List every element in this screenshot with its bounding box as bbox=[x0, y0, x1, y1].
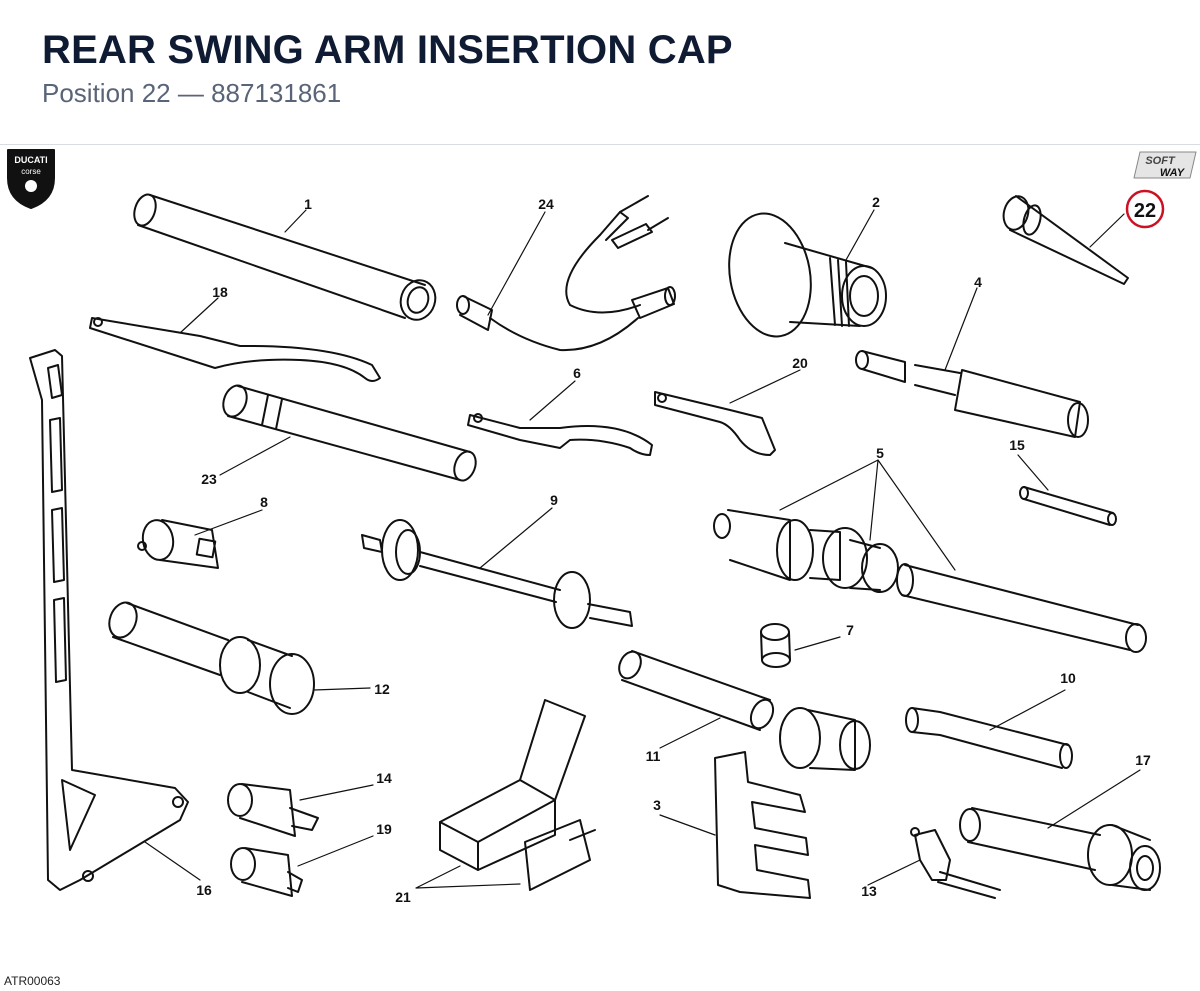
callout-24: 24 bbox=[538, 196, 554, 212]
page-subtitle: Position 22 — 887131861 bbox=[42, 78, 342, 108]
callout-labels: 1 2 3 4 5 6 7 8 9 10 11 12 13 14 15 16 1… bbox=[196, 194, 1151, 905]
tool-13-clamp-arm bbox=[910, 827, 1001, 899]
highlight-label: 22 bbox=[1134, 200, 1156, 222]
logo-soft-text: SOFT bbox=[1145, 155, 1176, 167]
drawing-code: ATR00063 bbox=[4, 974, 61, 988]
callout-13: 13 bbox=[861, 883, 877, 899]
callout-9: 9 bbox=[550, 492, 558, 508]
tool-8-socket bbox=[137, 519, 219, 569]
tool-19-drift bbox=[230, 847, 303, 897]
logo-corse-text: corse bbox=[21, 167, 41, 176]
tool-21-case-clamp bbox=[439, 699, 596, 891]
tool-10-pin bbox=[905, 707, 1073, 769]
callout-1: 1 bbox=[304, 196, 312, 212]
callout-19: 19 bbox=[376, 821, 392, 837]
callout-8: 8 bbox=[260, 494, 268, 510]
callout-4: 4 bbox=[974, 274, 982, 290]
softway-logo: SOFT WAY bbox=[1133, 151, 1197, 179]
callout-18: 18 bbox=[212, 284, 228, 300]
tool-24-cable bbox=[456, 195, 676, 352]
logo-ducati-text: DUCATI bbox=[14, 155, 47, 165]
callout-6: 6 bbox=[573, 365, 581, 381]
ducati-corse-logo: DUCATI corse bbox=[7, 149, 55, 209]
leader-lines bbox=[144, 209, 1141, 889]
tool-3-comb-plate bbox=[714, 751, 811, 899]
tool-1-tube bbox=[133, 193, 437, 321]
tool-5-assembly bbox=[713, 509, 1147, 653]
tool-14-drift bbox=[227, 783, 319, 837]
tool-16-support-stand bbox=[29, 349, 189, 891]
tool-4-stepped-pin bbox=[855, 350, 1089, 438]
tool-23-tube bbox=[222, 384, 477, 482]
tool-6-hook-spanner bbox=[467, 413, 653, 456]
callout-5: 5 bbox=[876, 445, 884, 461]
callout-2: 2 bbox=[872, 194, 880, 210]
callout-10: 10 bbox=[1060, 670, 1076, 686]
tool-7-bush bbox=[760, 623, 791, 668]
highlight-callout-22: 22 bbox=[1125, 189, 1165, 229]
callout-15: 15 bbox=[1009, 437, 1025, 453]
tool-11-tube bbox=[618, 650, 871, 771]
tool-9-puller-shaft bbox=[361, 519, 633, 629]
page-title: REAR SWING ARM INSERTION CAP bbox=[42, 28, 733, 72]
callout-11: 11 bbox=[646, 748, 661, 764]
callout-3: 3 bbox=[653, 797, 661, 813]
highlight-ring bbox=[1125, 189, 1165, 229]
callout-14: 14 bbox=[376, 770, 392, 786]
header-divider bbox=[0, 144, 1200, 145]
tool-12-drift bbox=[108, 601, 315, 715]
tool-17-drift bbox=[959, 807, 1161, 891]
tool-2-flanged-sleeve bbox=[728, 212, 887, 338]
callout-12: 12 bbox=[374, 681, 390, 697]
callout-21: 21 bbox=[395, 889, 411, 905]
tool-18-hook-spanner bbox=[89, 317, 381, 382]
header: REAR SWING ARM INSERTION CAP Position 22… bbox=[0, 0, 1200, 140]
tool-15-pin bbox=[1019, 486, 1117, 526]
callout-16: 16 bbox=[196, 882, 212, 898]
tool-22-insertion-cap bbox=[1002, 195, 1129, 285]
tool-diagram: DUCATI corse SOFT WAY bbox=[7, 149, 1197, 905]
callout-20: 20 bbox=[792, 355, 808, 371]
tool-20-hook-spanner bbox=[654, 391, 776, 456]
callout-17: 17 bbox=[1135, 752, 1151, 768]
logo-way-text: WAY bbox=[1160, 167, 1186, 179]
callout-23: 23 bbox=[201, 471, 217, 487]
callout-7: 7 bbox=[846, 622, 854, 638]
